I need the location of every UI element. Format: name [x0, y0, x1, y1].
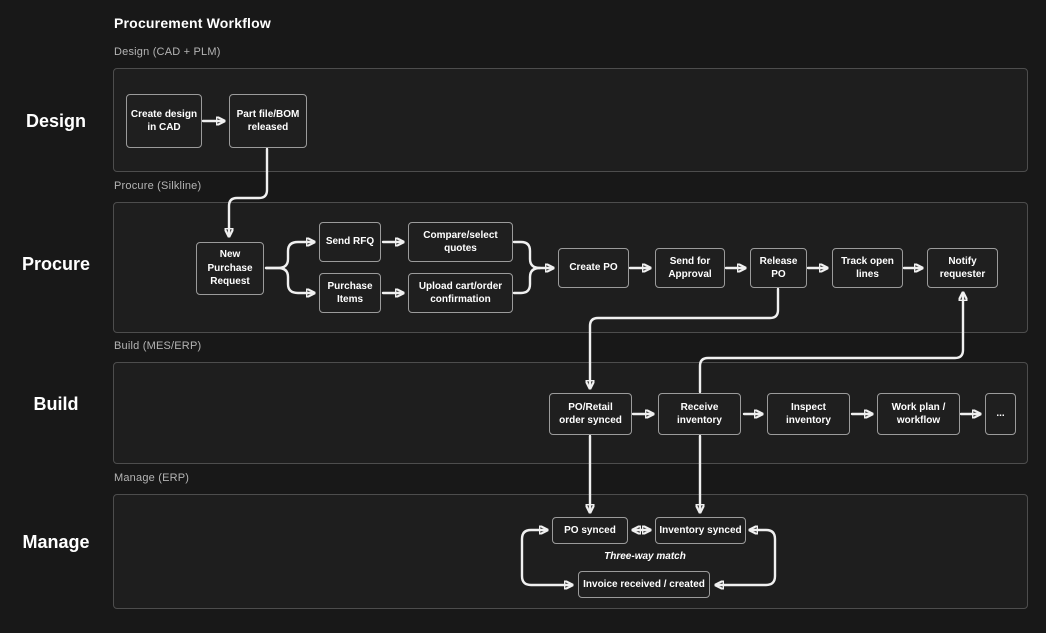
- edge-part-file-to-new-purchase-request: [229, 147, 269, 236]
- node-purchase-items: Purchase Items: [319, 273, 381, 313]
- lane-label-manage: Manage: [22, 532, 90, 552]
- section-label-manage: Manage (ERP): [114, 472, 190, 484]
- three-way-match-label: Three-way match: [604, 551, 686, 562]
- node-notify-requester: Notify requester: [927, 248, 998, 288]
- node-send-rfq: Send RFQ: [319, 222, 381, 262]
- node-inventory-synced: Inventory synced: [655, 517, 746, 544]
- lane-label-build: Build: [33, 394, 79, 414]
- node-po-retail-order-synced: PO/Retail order synced: [549, 393, 632, 435]
- node-release-po: Release PO: [750, 248, 807, 288]
- node-ellipsis: ...: [985, 393, 1016, 435]
- node-inspect-inventory: Inspect inventory: [767, 393, 850, 435]
- edge-po-synced-invoice: [520, 530, 572, 585]
- edge-npr-to-purchase-items: [264, 266, 314, 293]
- node-receive-inventory: Receive inventory: [658, 393, 741, 435]
- node-work-plan-workflow: Work plan / workflow: [877, 393, 960, 435]
- node-create-po: Create PO: [558, 248, 629, 288]
- node-send-for-approval: Send for Approval: [655, 248, 725, 288]
- edge-release-po-to-po-retail-synced: [590, 287, 780, 388]
- node-new-purchase-request: New Purchase Request: [196, 242, 264, 295]
- section-label-build: Build (MES/ERP): [114, 340, 202, 352]
- edge-upload-to-create-po: [512, 266, 542, 295]
- node-track-open-lines: Track open lines: [832, 248, 903, 288]
- node-part-file-bom-released: Part file/BOM released: [229, 94, 307, 148]
- node-upload-cart-order-confirmation: Upload cart/order confirmation: [408, 273, 513, 313]
- lane-label-design: Design: [25, 111, 86, 131]
- lane-label-procure: Procure: [21, 254, 91, 274]
- section-label-design: Design (CAD + PLM): [114, 46, 221, 58]
- section-label-procure: Procure (Silkline): [114, 180, 202, 192]
- node-invoice-received-created: Invoice received / created: [578, 571, 710, 598]
- edge-receive-inventory-to-notify: [698, 293, 963, 394]
- edge-inventory-synced-invoice: [716, 530, 777, 585]
- edge-compare-to-create-po: [512, 240, 553, 268]
- node-compare-select-quotes: Compare/select quotes: [408, 222, 513, 262]
- diagram-title: Procurement Workflow: [114, 15, 271, 31]
- node-po-synced: PO synced: [552, 517, 628, 544]
- node-create-design-in-cad: Create design in CAD: [126, 94, 202, 148]
- edge-npr-to-send-rfq: [264, 242, 314, 270]
